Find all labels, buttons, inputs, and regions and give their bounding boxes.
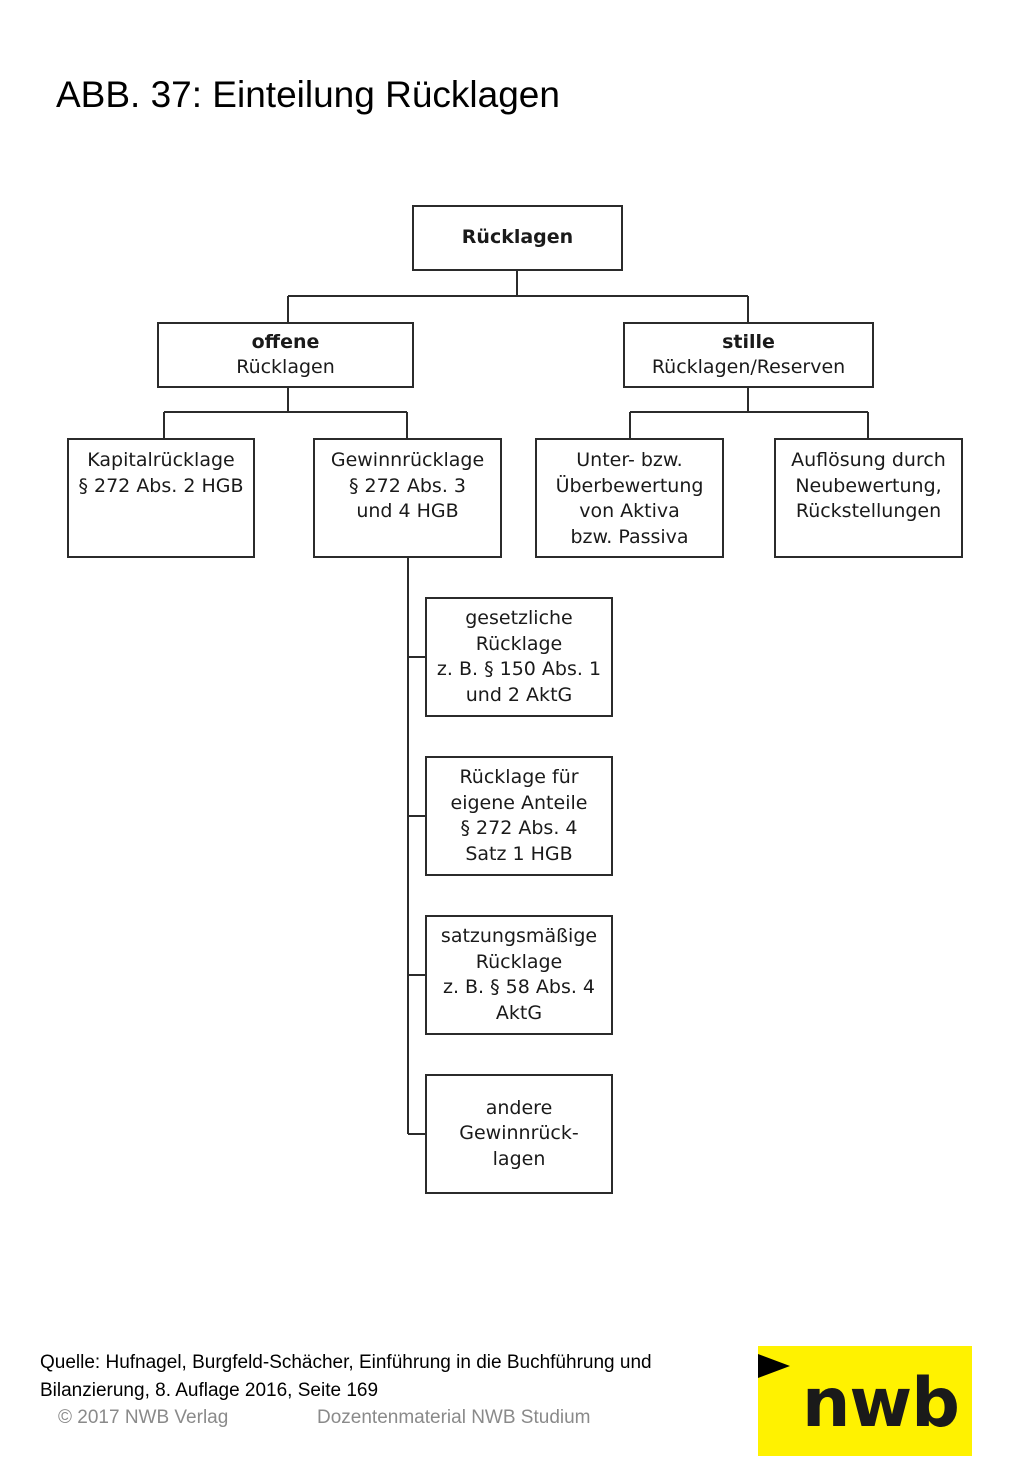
node-gesetzliche-ruecklage: gesetzliche Rücklage z. B. § 150 Abs. 1 … bbox=[425, 597, 613, 717]
node-offene-ruecklagen: offene Rücklagen bbox=[157, 322, 414, 388]
source-line: Quelle: Hufnagel, Burgfeld-Schächer, Ein… bbox=[40, 1352, 652, 1373]
node-label: stille bbox=[722, 330, 775, 353]
node-label: von Aktiva bbox=[579, 500, 680, 522]
node-label: satzungsmäßige bbox=[440, 925, 598, 947]
node-label: Überbewertung bbox=[555, 474, 704, 497]
node-unter-ueberbewertung: Unter- bzw. Überbewertung von Aktiva bzw… bbox=[535, 438, 724, 558]
node-gewinnruecklage: Gewinnrücklage § 272 Abs. 3 und 4 HGB bbox=[313, 438, 502, 558]
footer-copyright: © 2017 NWB Verlag bbox=[58, 1407, 229, 1428]
node-ruecklage-eigene-anteile: Rücklage für eigene Anteile § 272 Abs. 4… bbox=[425, 756, 613, 876]
page-title: ABB. 37: Einteilung Rücklagen bbox=[56, 74, 560, 115]
node-label: z. B. § 150 Abs. 1 bbox=[436, 658, 602, 680]
node-label: Rücklagen/Reserven bbox=[651, 356, 846, 378]
node-label: Satz 1 HGB bbox=[465, 842, 573, 865]
node-satzungsmaessige-ruecklage: satzungsmäßige Rücklage z. B. § 58 Abs. … bbox=[425, 915, 613, 1035]
play-arrow-icon bbox=[758, 1354, 790, 1378]
node-label: bzw. Passiva bbox=[570, 525, 689, 548]
source-line: Bilanzierung, 8. Auflage 2016, Seite 169 bbox=[40, 1380, 379, 1401]
node-label: Auflösung durch bbox=[791, 449, 946, 471]
node-label: und 2 AktG bbox=[465, 683, 573, 706]
node-label: Unter- bzw. bbox=[576, 449, 683, 471]
node-ruecklagen: Rücklagen bbox=[412, 205, 623, 271]
node-aufloesung: Auflösung durch Neubewertung, Rückstellu… bbox=[774, 438, 963, 558]
node-andere-gewinnruecklagen: andere Gewinnrück- lagen bbox=[425, 1074, 613, 1194]
node-label: § 272 Abs. 4 bbox=[460, 817, 578, 839]
node-label: Rücklage für bbox=[459, 766, 579, 788]
node-label: andere bbox=[485, 1096, 553, 1119]
node-label: gesetzliche bbox=[465, 607, 573, 629]
node-label: z. B. § 58 Abs. 4 bbox=[442, 976, 596, 998]
node-label: und 4 HGB bbox=[356, 500, 459, 522]
logo-text: nwb bbox=[802, 1364, 960, 1443]
node-label: Rücklage bbox=[475, 632, 563, 655]
node-label: Kapitalrücklage bbox=[87, 449, 235, 471]
node-kapitalruecklage: Kapitalrücklage § 272 Abs. 2 HGB bbox=[67, 438, 255, 558]
node-label: § 272 Abs. 2 HGB bbox=[78, 474, 244, 497]
node-label: Rücklage bbox=[475, 950, 563, 973]
node-label: AktG bbox=[495, 1001, 543, 1024]
node-label: § 272 Abs. 3 bbox=[349, 474, 466, 497]
node-label: Rückstellungen bbox=[795, 500, 942, 522]
node-label: Gewinnrück- bbox=[459, 1122, 579, 1145]
node-label: Neubewertung, bbox=[795, 474, 942, 497]
source-citation: Quelle: Hufnagel, Burgfeld-Schächer, Ein… bbox=[40, 1349, 652, 1405]
node-label: eigene Anteile bbox=[450, 791, 588, 814]
nwb-logo: nwb bbox=[758, 1346, 972, 1456]
node-label: offene bbox=[251, 330, 320, 353]
node-label: lagen bbox=[492, 1147, 546, 1170]
node-label: Rücklagen bbox=[461, 226, 574, 249]
footer-material: Dozentenmaterial NWB Studium bbox=[317, 1407, 591, 1428]
node-stille-ruecklagen: stille Rücklagen/Reserven bbox=[623, 322, 874, 388]
node-label: Gewinnrücklage bbox=[330, 449, 485, 471]
node-label: Rücklagen bbox=[236, 356, 335, 378]
